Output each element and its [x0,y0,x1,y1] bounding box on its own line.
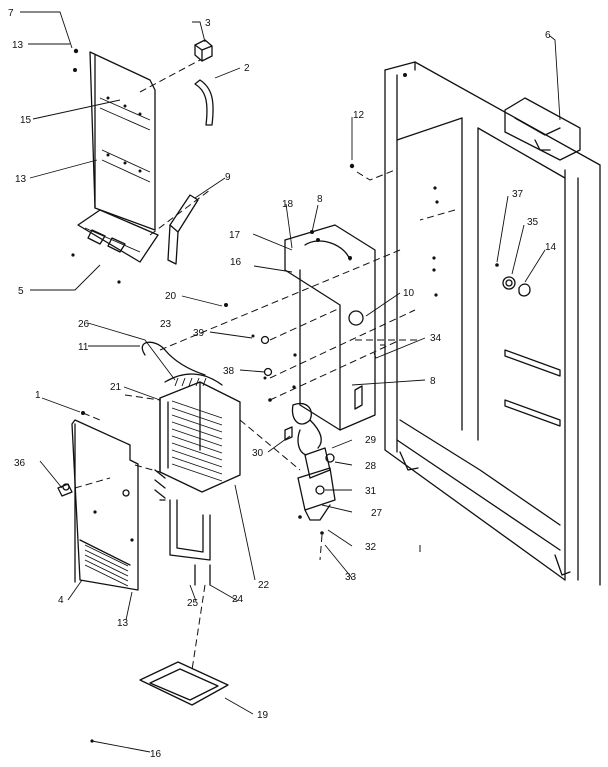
callout-13-mid: 13 [15,174,27,185]
callout-15: 15 [20,115,32,126]
freezer-rear-panel [71,51,159,284]
callout-34: 34 [430,333,442,344]
callout-6: 6 [545,30,551,41]
callout-16-bottom: 16 [150,749,162,760]
evaporator-cover-panel [284,224,376,431]
callout-17: 17 [229,230,241,241]
callout-8-top: 8 [317,194,323,205]
callout-31: 31 [365,486,377,497]
callout-13-bottom: 13 [117,618,129,629]
callout-39: 39 [193,328,205,339]
callout-24: 24 [232,594,244,605]
callout-5: 5 [18,286,24,297]
callout-23: 23 [160,319,172,330]
callout-labels: 7 3 6 13 2 12 15 13 9 37 18 8 35 17 14 1… [8,8,557,760]
callout-20: 20 [165,291,177,302]
callout-11: 11 [78,342,89,353]
fan-motor-assembly [284,402,336,535]
callout-13-top: 13 [12,40,24,51]
leader-lines [20,11,561,753]
grommets [251,230,314,402]
callout-30: 30 [252,448,264,459]
callout-32: 32 [365,542,377,553]
callout-19: 19 [257,710,269,721]
screw-36 [57,483,73,497]
callout-2: 2 [244,63,250,74]
rear-access-panel [71,411,139,591]
screws-top [73,48,355,307]
callout-9: 9 [225,172,231,183]
callout-18: 18 [282,199,294,210]
callout-1: 1 [35,390,41,401]
callout-38: 38 [223,366,235,377]
callout-12: 12 [353,110,365,121]
drain-pan-part-19 [90,661,229,743]
refrigerator-cabinet [384,61,601,586]
callout-10: 10 [403,288,415,299]
callout-29: 29 [365,435,377,446]
assembly-lines [74,59,456,671]
tube-part-2 [194,79,214,126]
callout-28: 28 [365,461,377,472]
callout-14: 14 [545,242,557,253]
callout-8-mid: 8 [430,376,436,387]
callout-35: 35 [527,217,539,228]
small-part-3 [194,39,213,62]
callout-22: 22 [258,580,270,591]
callout-16-mid: 16 [230,257,242,268]
callout-21: 21 [110,382,122,393]
callout-33: 33 [345,572,357,583]
callout-7: 7 [8,8,14,19]
callout-3: 3 [205,18,211,29]
callout-27: 27 [371,508,383,519]
top-housing-part-6 [504,97,581,161]
callout-26: 26 [78,319,90,330]
callout-36: 36 [14,458,26,469]
callout-4: 4 [58,595,64,606]
evaporator-coil [141,341,241,586]
callout-25: 25 [187,598,199,609]
foam-block-part-9 [167,194,199,265]
callout-37: 37 [512,189,524,200]
cabinet-fittings [432,186,531,297]
